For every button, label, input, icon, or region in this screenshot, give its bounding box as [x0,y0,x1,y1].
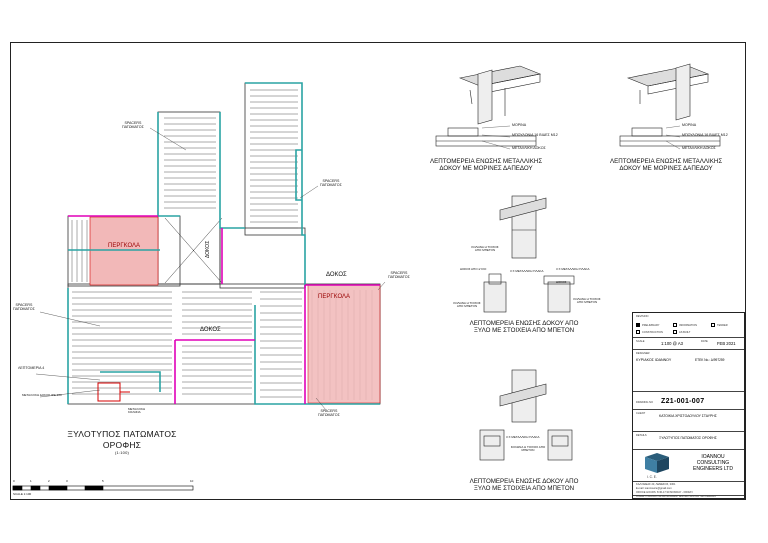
metal-column-label: ΜΕΤΑΛΛΙΚΗ ΚΟΛΩΝΑ [128,407,146,414]
tb-designer: ΚΥΡΙΑΚΟΣ ΙΩΑΝΝΟΥ [636,358,672,362]
status-information: INFORMATION [679,324,697,327]
scale-bar [12,485,194,491]
tb-designer-label: DESIGNER [636,352,650,355]
scale-tick-5: 5 [102,479,104,483]
d3-plate: 3 Χ ΜΕΤΑΛΛΙΚΗ ΠΛΑΚΑ [510,269,544,273]
status-preliminary: PRELIMINARY [642,324,660,327]
scale-tick-3: 3 [66,479,68,483]
void-cross [164,217,223,284]
tb-client-label: CLIENT [636,412,646,415]
tb-drawing-no: Z21-001-007 [661,398,705,405]
detail-markers [97,382,130,402]
detail3-sections [483,273,575,313]
d4-concrete-label: ΚΟΛΩΝΑ Η ΤΟΙΧΟΣ ΑΠΟ ΜΠΕΤΟΝ [510,445,546,452]
teal-beams [67,82,380,405]
d2-metal-beam: ΜΕΤΑΛΛΙΚΗ ΔΟΚΟΣ [682,146,716,150]
tb-client: ΚΑΤΟΙΚΙΑ ΧΡΙΣΤΟΔΟΥΛΟΥ ΣΤΑΥΡΗΣ [659,414,717,418]
logo-text: I. C. E. [647,475,657,479]
tb-details: ΞΥΛΟΤΥΠΟΣ ΠΑΤΩΜΑΤΟΣ ΟΡΟΦΗΣ [659,436,717,440]
beam-label-right: ΔΟΚΟΣ [326,272,347,278]
company-logo [645,453,669,473]
d2-bolt: ΜΠΟΥΛΟΝΙΑ 16 ΒΙΔΕΣ Μ12 [682,133,728,137]
pergola-label-left: ΠΕΡΓΚΟΛΑ [108,243,141,249]
tb-date: FEB 2021 [717,341,736,346]
detail4-label: ΛΕΠΤΟΜΕΡΙΑ 4 [18,366,45,370]
detail1-section [435,127,537,147]
scale-tick-0: 0 [13,479,15,483]
status-asbuilt: AS BUILT [679,331,691,334]
company-name: IOANNOU CONSULTING ENGINEERS LTD [693,454,733,472]
d1-bolt: ΜΠΟΥΛΟΝΙΑ 16 ΒΙΔΕΣ Μ12 [512,133,558,137]
scale-tick-1: 1 [30,479,32,483]
d1-morina: ΜΟΡΙΝΑ [512,123,527,127]
detail3-iso [499,195,547,259]
detail4-iso [499,369,547,423]
tb-scale: 1:100 @ A3 [661,341,683,346]
pergola-area-left [89,216,159,286]
tb-drawingno-label: DRAWING NO [636,401,654,404]
pergola-label-right: ΠΕΡΓΚΟΛΑ [318,294,351,300]
status-asbuilt-check [673,330,677,334]
tb-revision-label: REVISION [636,315,649,318]
scale-bar-label: SCALE 1:100 [13,492,32,496]
detail2-iso [626,63,710,121]
d4-plate: 3 Χ ΜΕΤΑΛΛΙΚΗ ΠΛΑΚΑ [506,435,540,439]
company-address: ΚΑΛΛΙΘΕΑΣ 23, ΛΕΜΕΣΟΣ, 3301 [636,483,676,486]
pergola-area-right [307,284,381,404]
tb-details-label: DETAILS [636,434,647,437]
status-tender: TENDER [717,324,728,327]
d3-plate-right: 3 Χ ΜΕΤΑΛΛΙΚΗ ΠΛΑΚΑ [556,267,590,271]
detail2-section [619,127,721,147]
d2-morina: ΜΟΡΙΝΑ [682,123,697,127]
scale-tick-2: 2 [48,479,50,483]
detail1-iso [458,65,542,125]
plan-title: ΞΥΛΟΤΥΠΟΣ ΠΑΤΩΜΑΤΟΣ ΟΡΟΦΗΣ (1:100) [67,429,177,455]
status-information-check [673,323,677,327]
tb-scale-label: SCALE [636,340,645,343]
status-construction-check [636,330,640,334]
d3-beam: ΔΟΚΟΣ [556,280,567,284]
tb-etek: ΕΤΕΚ Νο.: Δ/997259 [695,358,725,362]
leader-lines [35,127,386,411]
beam-label-center: ΔΟΚΟΣ [200,327,221,333]
tb-footer: PLEASE CONSIDER THE ENVIRONMENT BEFORE P… [636,496,716,498]
magenta-beams [68,215,380,404]
tb-date-label: DATE [701,340,708,343]
status-preliminary-check [636,323,640,327]
title-block: REVISION PRELIMINARY INFORMATION TENDER … [632,312,745,499]
scale-tick-10: 10 [190,479,194,483]
detail4-sections [479,429,573,461]
d1-metal-beam: ΜΕΤΑΛΛΙΚΗ ΔΟΚΟΣ [512,146,546,150]
d3-wood-beam: ΔΟΚΟΣ ΑΠΟ ΞΥΛΟ [460,267,487,271]
drawing-sheet-border [10,42,746,500]
office-hours: OFFICE HOURS: 8:30-17:30 MONDAY - FRIDAY [636,491,693,494]
d3-concrete-left: ΚΟΛΩΝΑ Η ΤΟΙΧΟΣ ΑΠΟ ΜΠΕΤΟΝ [453,301,481,308]
metal-beam-label: ΜΕΤΑΛΛΙΚΗ ΔΟΚΟΣ IPE 200 [22,393,62,397]
status-tender-check [711,323,715,327]
company-email: E-mail: ioannouice@gmail.com [636,487,672,490]
status-construction: CONSTRUCTION [642,331,663,334]
d3-concrete-label: ΚΟΛΩΝΑ Η ΤΟΙΧΟΣ ΑΠΟ ΜΠΕΤΟΝ [471,245,499,252]
d3-concrete-right: ΚΟΛΩΝΑ Η ΤΟΙΧΟΣ ΑΠΟ ΜΠΕΤΟΝ [573,297,601,304]
